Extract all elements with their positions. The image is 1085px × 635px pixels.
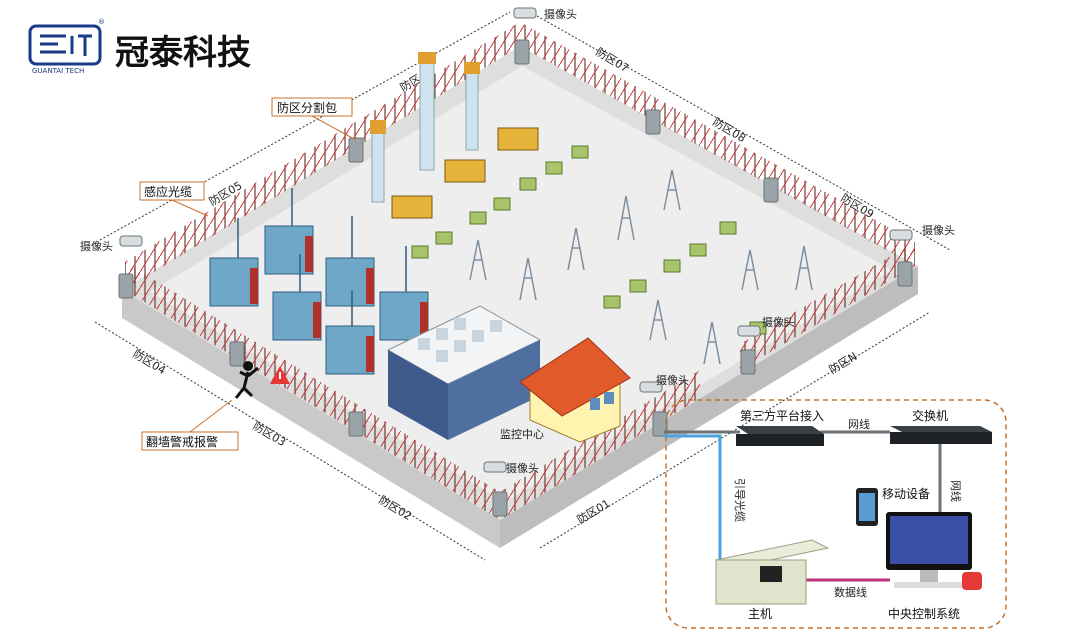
camera-icons	[119, 7, 913, 473]
camera-icon	[639, 381, 663, 393]
host-label: 主机	[748, 607, 772, 621]
insulator-field	[411, 145, 813, 365]
callout-sensing-cable-text: 感应光缆	[144, 184, 192, 199]
alarm-light-icon	[962, 572, 982, 590]
brand-name: 冠泰科技	[115, 33, 251, 73]
guide-cable-label: 引导光缆	[733, 478, 747, 522]
divider-box	[348, 137, 364, 163]
zone-dimension-lines	[94, 11, 951, 561]
yellow-structures	[391, 127, 539, 219]
brand-sub-text: GUANTAI TECH	[32, 67, 84, 75]
mobile-label: 移动设备	[882, 487, 930, 501]
zone-divider-boxes	[118, 39, 913, 517]
transformers	[209, 188, 429, 375]
divider-box	[652, 411, 668, 437]
camera-icon	[889, 229, 913, 241]
camera-label: 摄像头	[922, 223, 955, 237]
divider-box	[514, 39, 530, 65]
switchgear-building	[386, 305, 542, 440]
mobile-device	[856, 488, 878, 526]
switch-label: 交换机	[912, 408, 948, 423]
control-system-boundary	[665, 399, 1007, 629]
central-label: 中央控制系统	[888, 606, 960, 621]
callout-divider: 防区分割包	[271, 97, 357, 141]
third-party-device	[736, 426, 824, 446]
camera-label: 摄像头	[506, 461, 539, 475]
camera-icon	[513, 7, 537, 19]
zone-label-n: 防区N	[826, 349, 859, 377]
network-switch	[890, 426, 992, 444]
host-computer	[714, 539, 830, 605]
divider-box	[740, 349, 756, 375]
divider-box	[348, 411, 364, 437]
camera-icon	[483, 461, 507, 473]
monitor-center-house	[519, 337, 631, 443]
divider-box	[645, 109, 661, 135]
brand-logo: GUANTAI TECH ®	[28, 18, 105, 75]
camera-label: 摄像头	[544, 7, 577, 21]
camera-label: 摄像头	[80, 239, 113, 253]
divider-box	[118, 273, 134, 299]
third-party-label: 第三方平台接入	[740, 408, 824, 423]
monitor-center-label: 监控中心	[500, 427, 544, 441]
callout-divider-text: 防区分割包	[277, 100, 337, 115]
divider-box	[897, 261, 913, 287]
data-line-label: 数据线	[834, 585, 867, 599]
chimneys	[370, 52, 480, 203]
callout-climb-alarm-text: 翻墙警戒报警	[146, 434, 218, 449]
camera-icon	[119, 235, 143, 247]
callout-sensing-cable: 感应光缆	[139, 181, 209, 217]
camera-label: 摄像头	[656, 373, 689, 387]
registered-mark: ®	[98, 18, 105, 26]
divider-box	[763, 177, 779, 203]
divider-box	[492, 491, 508, 517]
zone-label-04: 防区04	[130, 347, 168, 378]
camera-label: 摄像头	[762, 315, 795, 329]
callout-climb-alarm: 翻墙警戒报警	[141, 399, 239, 451]
warning-icon	[270, 366, 290, 384]
network-line-vertical-label: 网线	[949, 480, 963, 502]
zone-label-03: 防区03	[250, 419, 288, 450]
zone-label-02: 防区02	[376, 493, 414, 524]
network-line-label: 网线	[848, 417, 870, 431]
climber-figure	[234, 361, 259, 399]
zone-label-01: 防区01	[574, 496, 612, 527]
camera-icon	[737, 325, 761, 337]
central-monitor	[886, 512, 972, 588]
divider-box	[229, 341, 245, 367]
